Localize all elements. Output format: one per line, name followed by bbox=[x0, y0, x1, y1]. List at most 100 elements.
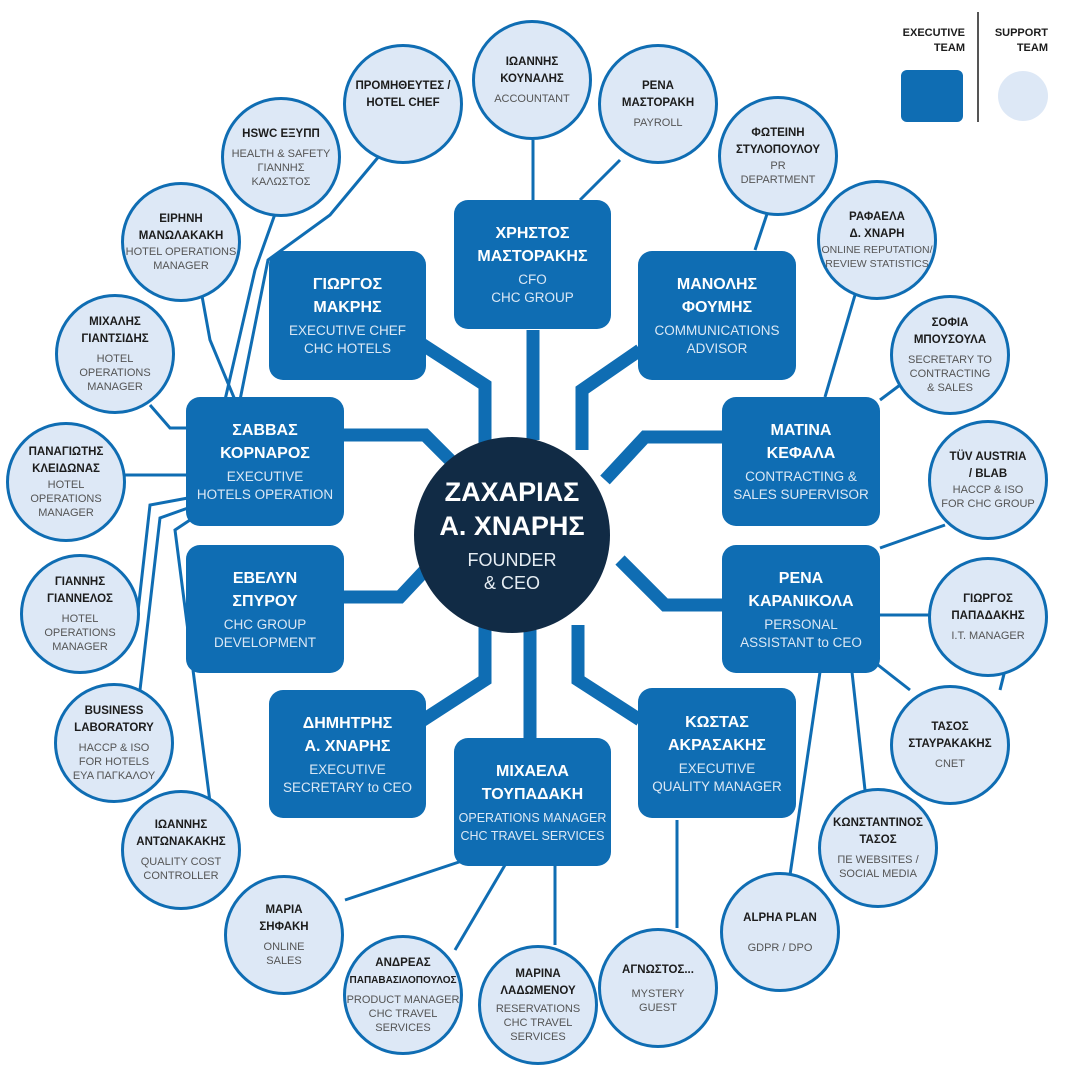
support-role: ΕΥΑ ΠΑΓΚΑΛΟΥ bbox=[72, 770, 156, 782]
support-node-rafaela[interactable]: ΡΑΦΑΕΛΑ Δ. ΧΝΑΡΗ ONLINE REPUTATION/ REVI… bbox=[817, 180, 937, 300]
support-name: ΡΕΝΑ bbox=[642, 80, 674, 92]
support-node-papavasilopoulos[interactable]: ΑΝΔΡΕΑΣ ΠΑΠΑΒΑΣΙΛΟΠΟΥΛΟΣ PRODUCT MANAGER… bbox=[343, 935, 463, 1055]
support-role: GUEST bbox=[639, 1001, 677, 1014]
executive-node-chnaris[interactable]: ΔΗΜΗΤΡΗΣ Α. ΧΝΑΡΗΣ EXECUTIVE SECRETARY t… bbox=[269, 690, 426, 818]
support-role: MANAGER bbox=[52, 641, 108, 653]
support-name: ΚΩΝΣΤΑΝΤΙΝΟΣ bbox=[833, 817, 923, 829]
support-role: OPERATIONS bbox=[79, 367, 151, 379]
support-name: ΙΩΑΝΝΗΣ bbox=[505, 56, 559, 68]
ceo-node[interactable]: ΖΑΧΑΡΙΑΣ Α. ΧΝΑΡΗΣ FOUNDER & CEO bbox=[414, 437, 610, 633]
connector-papavasilopoulos bbox=[453, 864, 507, 951]
support-role: ΚΑΛΩΣΤΟΣ bbox=[251, 175, 311, 188]
support-node-giannelos[interactable]: ΓΙΑΝΝΗΣ ΓΙΑΝΝΕΛΟΣ HOTEL OPERATIONS MANAG… bbox=[20, 554, 140, 674]
executive-name: Α. ΧΝΑΡΗΣ bbox=[304, 737, 391, 755]
executive-node-makris[interactable]: ΓΙΩΡΓΟΣ ΜΑΚΡΗΣ EXECUTIVE CHEF CHC HOTELS bbox=[269, 251, 426, 380]
support-node-stylopoulou[interactable]: ΦΩΤΕΙΝΗ ΣΤΥΛΟΠΟΥΛΟΥ PR DEPARTMENT bbox=[718, 96, 838, 216]
connector-manolakaki bbox=[198, 284, 237, 401]
support-role: ONLINE bbox=[263, 941, 305, 953]
executive-name: ΕΒΕΛΥΝ bbox=[232, 569, 298, 587]
support-role: REVIEW STATISTICS bbox=[825, 258, 929, 270]
connector-ceo-kefala bbox=[600, 430, 722, 485]
support-name: ΜΙΧΑΛΗΣ bbox=[89, 316, 141, 328]
support-node-antonakakis[interactable]: ΙΩΑΝΝΗΣ ΑΝΤΩΝΑΚΑΚΗΣ QUALITY COST CONTROL… bbox=[121, 790, 241, 910]
support-role: ΓΙΑΝΝΗΣ bbox=[257, 161, 305, 174]
support-node-promitheftes[interactable]: ΠΡΟΜΗΘΕΥΤΕΣ / HOTEL CHEF bbox=[343, 44, 463, 164]
support-name: ΤΑΣΟΣ bbox=[931, 721, 969, 733]
support-role: HOTEL bbox=[47, 479, 85, 491]
executive-name: ΚΑΡΑΝΙΚΟΛΑ bbox=[748, 592, 854, 610]
executive-role: CHC TRAVEL SERVICES bbox=[460, 828, 605, 843]
support-node-kleidonas[interactable]: ΠΑΝΑΓΙΩΤΗΣ ΚΛΕΙΔΩΝΑΣ HOTEL OPERATIONS MA… bbox=[6, 422, 126, 542]
support-name: ΡΑΦΑΕΛΑ bbox=[849, 211, 905, 223]
support-role: GDPR / DPO bbox=[747, 941, 813, 954]
support-node-tuv[interactable]: TÜV AUSTRIA / BLAB HACCP & ISO FOR CHC G… bbox=[928, 420, 1048, 540]
support-node-stavrakakis[interactable]: ΤΑΣΟΣ ΣΤΑΥΡΑΚΑΚΗΣ CNET bbox=[890, 685, 1010, 805]
support-node-bousoula[interactable]: ΣΟΦΙΑ ΜΠΟΥΣΟΥΛΑ SECRETARY TO CONTRACTING… bbox=[890, 295, 1010, 415]
executive-node-mastorakis[interactable]: ΧΡΗΣΤΟΣ ΜΑΣΤΟΡΑΚΗΣ CFO CHC GROUP bbox=[454, 200, 611, 329]
executive-role: CHC GROUP bbox=[491, 290, 574, 305]
executive-role: COMMUNICATIONS bbox=[654, 323, 780, 338]
executive-node-spyrou[interactable]: ΕΒΕΛΥΝ ΣΠΥΡΟΥ CHC GROUP DEVELOPMENT bbox=[186, 545, 344, 673]
support-node-agnostos[interactable]: ΑΓΝΩΣΤΟΣ... MYSTERY GUEST bbox=[598, 928, 718, 1048]
support-role: CHC TRAVEL bbox=[368, 1008, 438, 1020]
executive-node-karanikola[interactable]: ΡΕΝΑ ΚΑΡΑΝΙΚΟΛΑ PERSONAL ASSISTANT to CE… bbox=[722, 545, 880, 673]
executive-node-kornaros[interactable]: ΣΑΒΒΑΣ ΚΟΡΝΑΡΟΣ EXECUTIVE HOTELS OPERATI… bbox=[186, 397, 344, 526]
support-node-bizlab[interactable]: BUSINESS LABORATORY HACCP & ISO FOR HOTE… bbox=[54, 683, 174, 803]
connector-antonakakis bbox=[173, 518, 212, 803]
executive-role: QUALITY MANAGER bbox=[652, 778, 782, 794]
support-name: ΣΗΦΑΚΗ bbox=[259, 921, 309, 933]
support-role: HOTEL bbox=[96, 353, 134, 365]
executive-node-akrasakis[interactable]: ΚΩΣΤΑΣ ΑΚΡΑΣΑΚΗΣ EXECUTIVE QUALITY MANAG… bbox=[638, 688, 796, 818]
executive-node-toupadaki[interactable]: ΜΙΧΑΕΛΑ ΤΟΥΠΑΔΑΚΗ OPERATIONS MANAGER CHC… bbox=[454, 738, 611, 866]
support-node-giantsidis[interactable]: ΜΙΧΑΛΗΣ ΓΙΑΝΤΣΙΔΗΣ HOTEL OPERATIONS MANA… bbox=[55, 294, 175, 414]
support-name: ΣΤΑΥΡΑΚΑΚΗΣ bbox=[908, 738, 992, 750]
support-node-ladomenou[interactable]: ΜΑΡΙΝΑ ΛΑΔΩΜΕΝΟΥ RESERVATIONS CHC TRAVEL… bbox=[478, 945, 598, 1065]
executive-name: ΜΑΤΙΝΑ bbox=[770, 422, 832, 439]
support-name: ALPHA PLAN bbox=[743, 911, 817, 924]
support-name: ΦΩΤΕΙΝΗ bbox=[751, 127, 805, 139]
support-role: PR bbox=[770, 160, 786, 172]
connector-konstantinos bbox=[850, 671, 867, 791]
support-node-kounalis[interactable]: ΙΩΑΝΝΗΣ ΚΟΥΝΑΛΗΣ ACCOUNTANT bbox=[472, 20, 592, 140]
support-name: HSWC ΕΞΥΠΠ bbox=[242, 127, 320, 140]
support-role: ΠΕ WEBSITES / bbox=[837, 854, 919, 866]
executive-name: ΚΕΦΑΛΑ bbox=[766, 445, 836, 462]
support-role: MANAGER bbox=[87, 381, 143, 393]
support-node-manolakaki[interactable]: ΕΙΡΗΝΗ ΜΑΝΩΛΑΚΑΚΗ HOTEL OPERATIONS MANAG… bbox=[121, 182, 241, 302]
executive-name: ΚΩΣΤΑΣ bbox=[685, 713, 749, 731]
executive-name: ΓΙΩΡΓΟΣ bbox=[312, 276, 383, 293]
support-node-hswc[interactable]: HSWC ΕΞΥΠΠ HEALTH & SAFETY ΓΙΑΝΝΗΣ ΚΑΛΩΣ… bbox=[221, 97, 341, 217]
support-name: ΚΛΕΙΔΩΝΑΣ bbox=[32, 463, 100, 475]
support-role: CONTRACTING bbox=[909, 368, 991, 380]
support-name: ΓΙΩΡΓΟΣ bbox=[963, 593, 1013, 605]
support-role: HOTEL OPERATIONS bbox=[125, 246, 237, 258]
support-name: ΛΑΔΩΜΕΝΟΥ bbox=[500, 985, 576, 997]
support-node-alphaplan[interactable]: ALPHA PLAN GDPR / DPO bbox=[720, 872, 840, 992]
support-node-mastoraki[interactable]: ΡΕΝΑ ΜΑΣΤΟΡΑΚΗ PAYROLL bbox=[598, 44, 718, 164]
executive-node-kefala[interactable]: ΜΑΤΙΝΑ ΚΕΦΑΛΑ CONTRACTING & SALES SUPERV… bbox=[722, 397, 880, 526]
support-name: ΠΑΠΑΔΑΚΗΣ bbox=[951, 610, 1025, 622]
support-name: ΠΑΠΑΒΑΣΙΛΟΠΟΥΛΟΣ bbox=[349, 975, 457, 986]
executive-node-foumis[interactable]: ΜΑΝΟΛΗΣ ΦΟΥΜΗΣ COMMUNICATIONS ADVISOR bbox=[638, 251, 796, 380]
executive-role: CHC HOTELS bbox=[303, 341, 391, 356]
executive-role: HOTELS OPERATION bbox=[196, 487, 334, 502]
executive-name: ΣΑΒΒΑΣ bbox=[232, 422, 298, 439]
support-role: FOR HOTELS bbox=[78, 756, 150, 768]
support-name: ΑΝΔΡΕΑΣ bbox=[375, 957, 431, 969]
support-name: / BLAB bbox=[968, 468, 1008, 480]
executive-role: EXECUTIVE CHEF bbox=[288, 323, 407, 338]
support-name: ΓΙΑΝΝΕΛΟΣ bbox=[47, 593, 113, 605]
executive-role: EXECUTIVE bbox=[309, 761, 386, 777]
ceo-role-line2: & CEO bbox=[483, 573, 540, 593]
support-role: OPERATIONS bbox=[30, 493, 102, 505]
support-role: MYSTERY bbox=[631, 987, 685, 1000]
support-node-konstantinos[interactable]: ΚΩΝΣΤΑΝΤΙΝΟΣ ΤΑΣΟΣ ΠΕ WEBSITES / SOCIAL … bbox=[818, 788, 938, 908]
support-role: FOR CHC GROUP bbox=[941, 498, 1035, 510]
support-node-papadakis[interactable]: ΓΙΩΡΓΟΣ ΠΑΠΑΔΑΚΗΣ I.T. MANAGER bbox=[928, 557, 1048, 677]
support-node-sifaki[interactable]: ΜΑΡΙΑ ΣΗΦΑΚΗ ONLINE SALES bbox=[224, 875, 344, 995]
support-name: LABORATORY bbox=[74, 722, 154, 734]
support-name: ΑΝΤΩΝΑΚΑΚΗΣ bbox=[136, 836, 226, 848]
support-role: CNET bbox=[935, 758, 965, 770]
connector-ceo-kornaros bbox=[343, 428, 465, 475]
executive-role: ASSISTANT to CEO bbox=[740, 634, 862, 650]
